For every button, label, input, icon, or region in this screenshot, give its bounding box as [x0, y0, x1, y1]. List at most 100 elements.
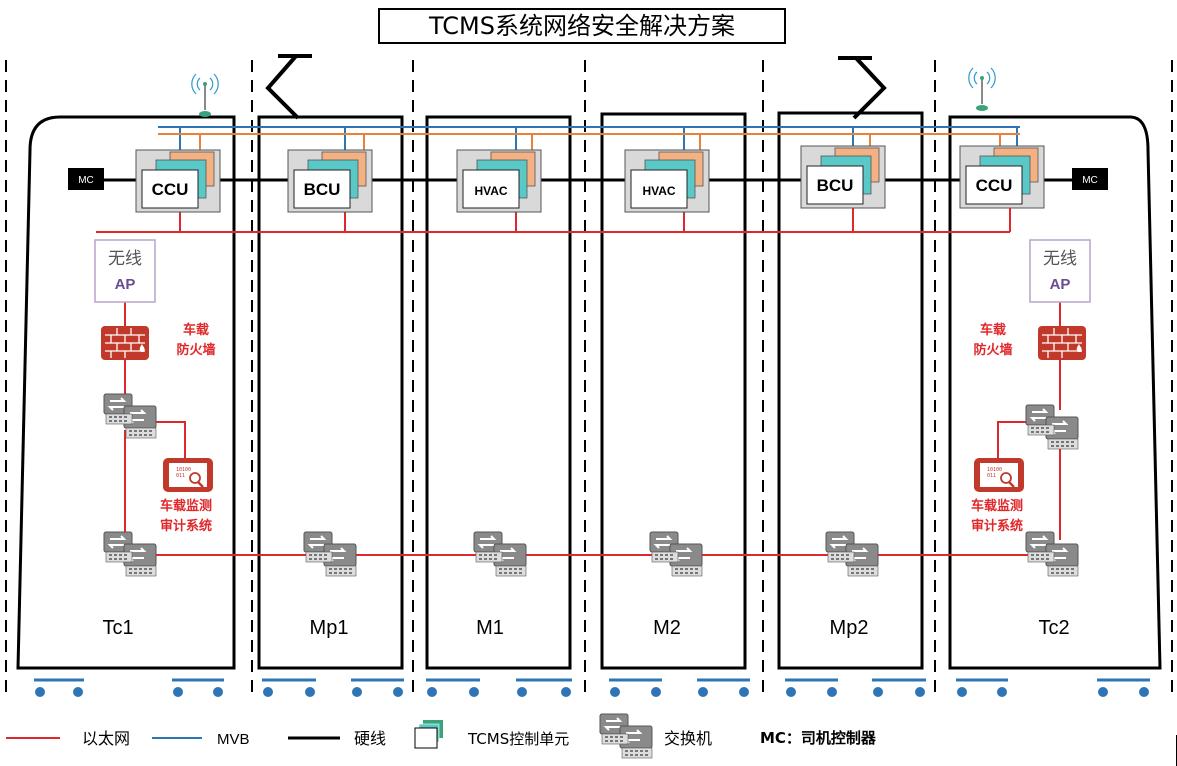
wheel [352, 687, 362, 697]
wheel [1139, 687, 1149, 697]
bogie [262, 678, 316, 697]
audit-icon [972, 456, 1026, 494]
tcms-unit: CCU [135, 149, 221, 213]
bogie [516, 678, 572, 697]
car-label: M1 [476, 617, 504, 639]
svg-text:无线: 无线 [1043, 249, 1077, 269]
tcms-unit-label: BCU [304, 180, 341, 199]
wheel [35, 687, 45, 697]
wheel [305, 687, 315, 697]
bogie [697, 678, 750, 697]
wheel [610, 687, 620, 697]
car-label: M2 [653, 617, 681, 639]
tcms-unit-label: CCU [976, 176, 1013, 195]
legend-mc-label: MC：司机控制器 [760, 729, 877, 747]
firewall-icon [100, 325, 150, 361]
switch-icon [473, 531, 527, 577]
firewall-label: 车载 [980, 322, 1006, 338]
bogie [956, 678, 1008, 697]
wheel [698, 687, 708, 697]
wheel [427, 687, 437, 697]
orange-bus [158, 133, 1020, 150]
switch-icon [649, 531, 703, 577]
wheel [651, 687, 661, 697]
switch-icon [103, 531, 157, 577]
wheel [915, 687, 925, 697]
wheel [739, 687, 749, 697]
ethernet-backbone-top [96, 208, 1061, 556]
svg-text:AP: AP [115, 276, 136, 293]
tcms-unit-label: HVAC [474, 184, 507, 198]
audit-label: 车载监测 [971, 498, 1023, 514]
wheel [517, 687, 527, 697]
antenna-icon [190, 73, 220, 118]
pantographs [265, 54, 887, 120]
legend-switch-icon [599, 713, 653, 759]
audit-icon [161, 456, 215, 494]
switch-icon [1025, 531, 1079, 577]
antenna-icon [967, 67, 997, 112]
bogie [426, 678, 480, 697]
tcms-unit: BCU [800, 145, 886, 209]
car-label: Tc1 [102, 617, 133, 639]
tcms-unit: BCU [287, 149, 373, 213]
tcms-unit-label: CCU [152, 180, 189, 199]
mc-left: MC [68, 168, 104, 190]
audit-label: 审计系统 [160, 518, 212, 534]
wheel [213, 687, 223, 697]
firewall-label: 防火墙 [176, 342, 215, 358]
tcms-unit: HVAC [456, 149, 542, 213]
wheel [827, 687, 837, 697]
switch-icon [303, 531, 357, 577]
car-label: Mp2 [830, 617, 869, 639]
legend-mvb-label: MVB [217, 731, 250, 748]
bogie [1097, 678, 1150, 697]
bogie [609, 678, 662, 697]
firewall-label: 防火墙 [973, 342, 1012, 358]
bogie [872, 678, 926, 697]
legend-switch-label: 交换机 [664, 729, 712, 748]
wheel [73, 687, 83, 697]
switch-icon [103, 393, 157, 439]
car-label: Tc2 [1038, 617, 1069, 639]
page-title: TCMS系统网络安全解决方案 [378, 8, 786, 44]
wheel [263, 687, 273, 697]
wheel [786, 687, 796, 697]
firewall-label: 车载 [183, 322, 209, 338]
mc-label: MC [1082, 175, 1098, 186]
tcms-unit-label: HVAC [642, 184, 675, 198]
wheel [173, 687, 183, 697]
legend-tcms-icon [414, 720, 443, 749]
car-label: Mp1 [310, 617, 349, 639]
bogie [785, 678, 838, 697]
wireless-ap-left: 无线 AP [94, 239, 156, 303]
svg-text:AP: AP [1050, 276, 1071, 293]
legend-tcms-label: TCMS控制单元 [467, 730, 569, 748]
wheel [1098, 687, 1108, 697]
firewall-icon [1037, 325, 1087, 361]
bogie [34, 678, 84, 697]
legend: 以太网 MVB 硬线 TCMS控制单元 交换机 MC：司机控制器 [6, 713, 1177, 766]
wheel [997, 687, 1007, 697]
mvb-bus [158, 126, 1020, 150]
bogies [34, 678, 1150, 697]
audit-label: 审计系统 [971, 518, 1023, 534]
tcms-unit-label: BCU [817, 176, 854, 195]
svg-text:无线: 无线 [108, 249, 142, 269]
legend-hardwire-label: 硬线 [354, 729, 386, 748]
mc-right: MC [1072, 168, 1108, 190]
legend-ethernet-label: 以太网 [82, 729, 130, 748]
car-separators [5, 60, 1173, 700]
mc-label: MC [78, 175, 94, 186]
switch-icon [1025, 404, 1079, 450]
wheel [469, 687, 479, 697]
wheel [561, 687, 571, 697]
wheel [873, 687, 883, 697]
wheel [393, 687, 403, 697]
tcms-unit: HVAC [624, 149, 710, 213]
wheel [957, 687, 967, 697]
bogie [351, 678, 404, 697]
bogie [172, 678, 224, 697]
